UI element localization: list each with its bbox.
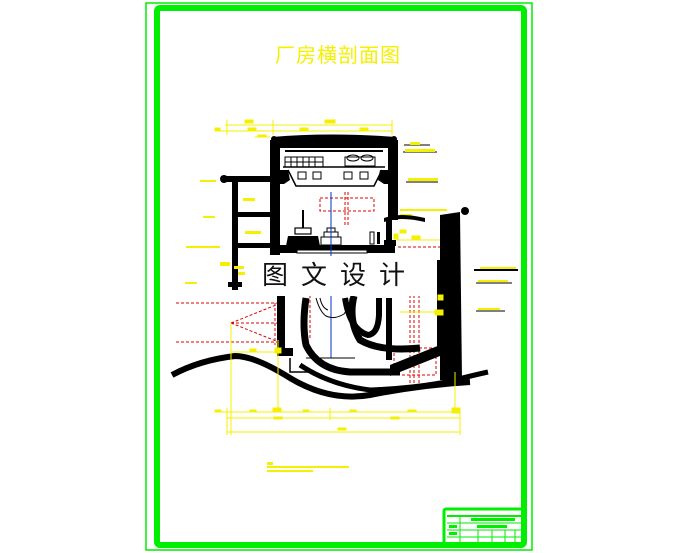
drawing-notes bbox=[267, 462, 349, 472]
right-labels bbox=[400, 142, 518, 312]
left-annex-labels bbox=[185, 180, 261, 284]
bottom-dimensions bbox=[214, 407, 461, 435]
outer-frame bbox=[145, 2, 533, 551]
powerhouse-superstructure bbox=[270, 134, 398, 255]
inner-frame bbox=[154, 5, 527, 548]
left-annex bbox=[220, 175, 273, 290]
generator-floor bbox=[280, 210, 396, 254]
substructure bbox=[277, 295, 421, 376]
top-dimensions bbox=[214, 119, 393, 138]
title-block bbox=[442, 507, 526, 547]
right-retaining-wall bbox=[384, 207, 469, 380]
watermark-background bbox=[245, 256, 435, 296]
watermark-text: 图文设计 bbox=[262, 261, 419, 291]
vertical-dimensions bbox=[230, 229, 456, 435]
ground-line bbox=[170, 352, 489, 400]
drawing-title: 厂房横剖面图 bbox=[275, 43, 401, 67]
